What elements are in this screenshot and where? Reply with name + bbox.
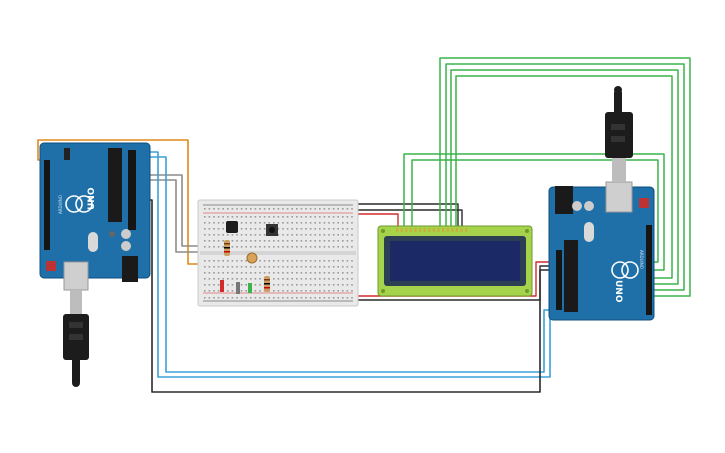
arduino-right[interactable]: UNO ARDUINO [548,86,655,321]
wire-green-2[interactable] [445,63,685,291]
wire-blue-2[interactable] [147,156,558,373]
left-capacitor-2 [121,241,131,251]
arduino-logo-icon [65,195,83,213]
lcd-screen [390,241,520,281]
wire-green-4[interactable] [455,75,673,279]
right-power-header [556,250,562,310]
temperature-sensor[interactable] [226,221,238,233]
left-chip [108,148,122,222]
right-usb-plug-metal [612,158,626,182]
breadboard-holes [204,208,353,299]
left-maker-label: ARDUINO [58,195,63,214]
right-reset-button[interactable] [639,198,649,208]
wire-black-3[interactable] [353,209,463,227]
right-power-jack[interactable] [555,186,573,214]
right-digital-header [646,225,652,315]
arduino-logo-icon [611,261,629,279]
left-usb-cable [72,360,80,382]
wire-green-3[interactable] [450,69,679,285]
right-chip [564,240,578,312]
wire-black-1[interactable] [145,199,558,393]
left-usb-plug-metal [70,290,82,314]
arduino-left[interactable]: UNO ARDUINO [39,142,151,387]
left-crystal [88,232,98,252]
left-capacitor-1 [121,229,131,239]
wire-green-6[interactable] [411,159,659,263]
photoresistor[interactable] [246,252,258,264]
left-uno-label: UNO [87,187,97,210]
left-header-top [64,148,70,160]
left-power-jack[interactable] [122,256,138,282]
wire-red-1[interactable] [353,213,399,227]
wire-green-5[interactable] [403,153,665,271]
right-uno-label: UNO [613,280,623,303]
left-power-header [44,160,50,250]
wire-green-1[interactable] [439,57,691,297]
wire-gray-1[interactable] [145,174,213,247]
lcd-display[interactable] [377,225,533,297]
right-usb-cable-head[interactable] [605,112,633,158]
left-reset-button[interactable] [46,261,56,271]
breadboard-components [220,221,278,294]
left-usb-port[interactable] [63,261,89,291]
wire-black-2[interactable] [353,203,459,227]
right-crystal [584,222,594,242]
lcd-pins [396,228,468,232]
diode[interactable] [236,282,240,294]
right-usb-cable [614,92,622,114]
right-usb-port[interactable] [605,181,633,213]
left-digital-header [128,150,136,230]
wire-orange[interactable] [37,139,206,265]
right-maker-label: ARDUINO [639,250,644,269]
wire-gray-2[interactable] [145,179,201,253]
